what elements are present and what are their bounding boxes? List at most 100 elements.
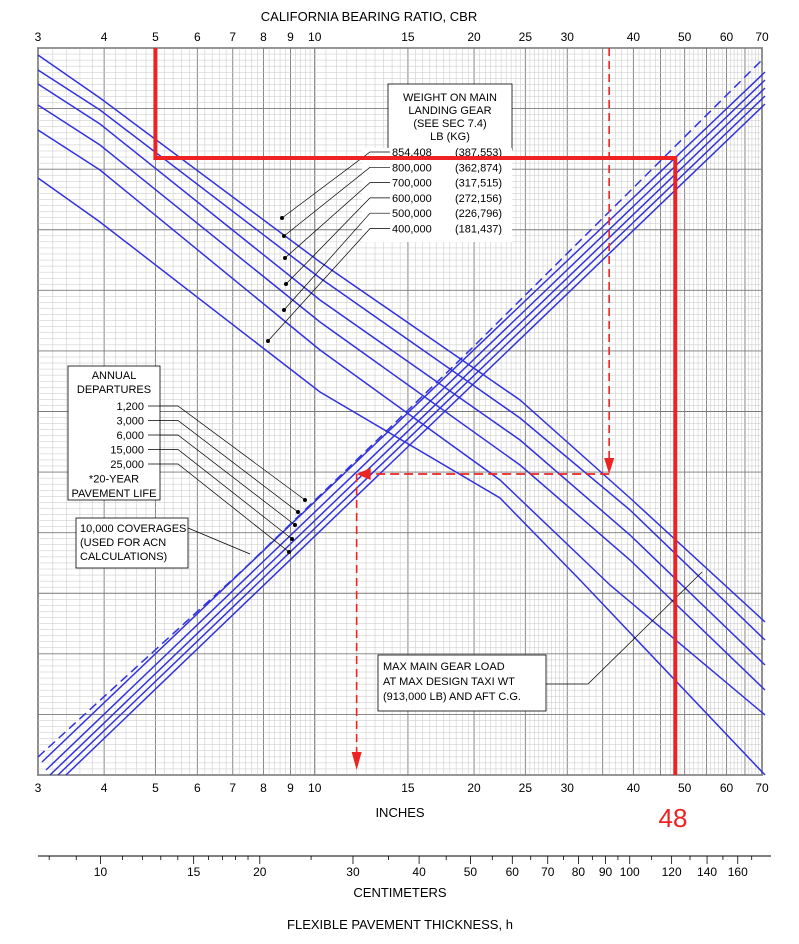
weight-curve-600,000 <box>37 104 766 691</box>
weight-leader <box>281 151 390 219</box>
departure-leader-arrow <box>290 537 294 541</box>
cbr-tick-label: 3 <box>35 30 42 44</box>
cbr-tick-label: 7 <box>229 30 236 44</box>
inch-tick-label: 20 <box>467 781 481 795</box>
example-red-path <box>153 48 678 775</box>
departures-legend-item: 15,000 <box>110 445 144 457</box>
departure-leader <box>148 463 290 553</box>
max-load-note-line: MAX MAIN GEAR LOAD <box>383 661 505 673</box>
weight-curves <box>37 54 766 776</box>
weight-leader <box>284 182 390 259</box>
departure-leader <box>148 449 293 540</box>
coverages-note-line: CALCULATIONS) <box>80 551 167 563</box>
inch-tick-label: 70 <box>755 781 769 795</box>
departure-curves <box>37 59 766 776</box>
departures-legend-header: ANNUAL <box>92 370 137 382</box>
weight-leader-arrow <box>266 339 270 343</box>
inch-tick-label: 9 <box>287 781 294 795</box>
max-load-note-box <box>377 654 547 712</box>
example-dashed-arrow-down <box>604 458 615 474</box>
weight-leader <box>283 212 390 311</box>
weight-legend-kg: (362,874) <box>455 162 502 174</box>
cm-tick-label: 140 <box>697 865 717 879</box>
inch-tick-label: 3 <box>35 781 42 795</box>
weight-legend-header: (SEE SEC 7.4) <box>413 118 486 130</box>
departure-leader <box>148 405 306 501</box>
inch-tick-label: 40 <box>627 781 641 795</box>
cm-tick-label: 40 <box>412 865 426 879</box>
departure-line-6,000 <box>49 87 766 776</box>
weight-legend-header: WEIGHT ON MAIN <box>403 92 497 104</box>
departure-leader-arrow <box>293 523 297 527</box>
inch-tick-label: 10 <box>308 781 322 795</box>
cbr-tick-label: 50 <box>678 30 692 44</box>
cm-tick-label: 80 <box>572 865 586 879</box>
inch-tick-label: 25 <box>519 781 533 795</box>
coverage-line-10000 <box>37 59 763 758</box>
max-load-leader <box>546 571 703 685</box>
example-solid-path <box>153 48 678 775</box>
inch-tick-label: 4 <box>101 781 108 795</box>
cbr-tick-label: 9 <box>287 30 294 44</box>
coverages-leader <box>187 527 251 555</box>
cbr-tick-label: 6 <box>194 30 201 44</box>
cm-tick-label: 10 <box>94 865 108 879</box>
cm-tick-label: 100 <box>620 865 640 879</box>
inch-tick-label: 15 <box>401 781 415 795</box>
weight-leader-arrow <box>283 256 287 260</box>
inch-tick-label: 7 <box>229 781 236 795</box>
example-dashed-arrow-bottom <box>351 752 362 770</box>
cm-tick-label: 20 <box>253 865 267 879</box>
example-dashed-arrow-left <box>356 468 371 480</box>
weight-leader-arrow <box>282 234 286 238</box>
weight-legend-kg: (272,156) <box>455 193 502 205</box>
cm-tick-label: 30 <box>346 865 360 879</box>
weight-legend-items-bg <box>362 148 512 242</box>
weight-legend-lb: 500,000 <box>392 208 432 220</box>
departure-leader <box>148 420 299 513</box>
weight-curve-500,000 <box>37 129 766 716</box>
cbr-tick-label: 60 <box>720 30 734 44</box>
cbr-tick-label: 25 <box>519 30 533 44</box>
weight-curve-854,408 <box>37 54 766 623</box>
cm-tick-label: 60 <box>506 865 520 879</box>
cbr-tick-label: 8 <box>260 30 267 44</box>
cbr-tick-label: 70 <box>755 30 769 44</box>
weight-leader-arrow <box>280 216 284 220</box>
cbr-tick-label: 30 <box>561 30 575 44</box>
inches-axis-label: INCHES <box>375 805 424 820</box>
weight-legend-kg: (226,796) <box>455 208 502 220</box>
departure-line-15,000 <box>57 95 766 776</box>
inch-tick-label: 30 <box>561 781 575 795</box>
cm-tick-label: 160 <box>728 865 748 879</box>
inch-tick-label: 6 <box>194 781 201 795</box>
cm-tick-label: 90 <box>599 865 613 879</box>
inch-tick-label: 60 <box>720 781 734 795</box>
weight-legend-box <box>387 83 513 151</box>
departures-legend-box <box>67 365 161 501</box>
cbr-tick-label: 15 <box>401 30 415 44</box>
departures-legend-item: 25,000 <box>110 459 144 471</box>
weight-legend-lb: 600,000 <box>392 193 432 205</box>
weight-curve-800,000 <box>37 69 766 641</box>
departure-leader-arrow <box>287 550 291 554</box>
inch-tick-label: 50 <box>678 781 692 795</box>
weight-legend-header: LANDING GEAR <box>408 105 491 117</box>
departures-legend-item: 1,200 <box>116 401 144 413</box>
departure-leader <box>148 434 296 526</box>
cm-tick-label: 15 <box>187 865 201 879</box>
departures-legend-item: 6,000 <box>116 430 144 442</box>
inch-tick-label: 5 <box>152 781 159 795</box>
x-axis-title: FLEXIBLE PAVEMENT THICKNESS, h <box>287 917 513 932</box>
departures-legend-item: 3,000 <box>116 416 144 428</box>
cm-tick-label: 50 <box>464 865 478 879</box>
departures-legend-item: *20-YEAR <box>89 474 139 486</box>
weight-legend-lb: 400,000 <box>392 224 432 236</box>
inch-tick-label: 8 <box>260 781 267 795</box>
coverages-note-line: 10,000 COVERAGES <box>80 523 186 535</box>
cbr-tick-label: 4 <box>101 30 108 44</box>
coverages-note-line: (USED FOR ACN <box>80 537 166 549</box>
